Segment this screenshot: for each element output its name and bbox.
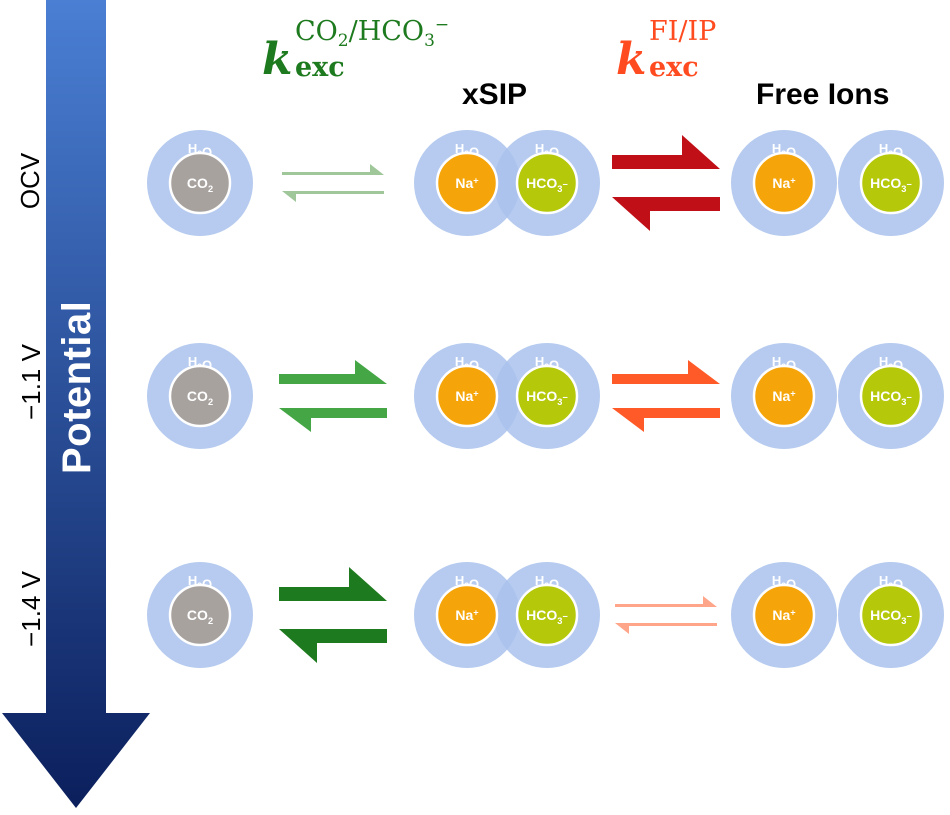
k-exc-co2-hco3-label: k CO2/HCO3− exc <box>262 17 449 82</box>
hco3-core <box>515 583 579 647</box>
xsip-pair: H2OH2ONa+HCO3− <box>414 562 600 668</box>
solvated-co2: H2OCO2 <box>147 343 253 449</box>
hco3-core <box>515 151 579 215</box>
reaction-row-2: H2OCO2H2OH2ONa+HCO3−H2ONa+H2OHCO3− <box>147 343 944 449</box>
xsip-pair: H2OH2ONa+HCO3− <box>414 130 600 236</box>
free-ions: H2ONa+H2OHCO3− <box>731 130 944 236</box>
row-label-minus-1-4v: −1.4 V <box>16 571 46 647</box>
co2-hco3-exchange-arrows <box>279 567 387 663</box>
co2-core <box>168 583 232 647</box>
forward-arrow <box>282 164 384 175</box>
forward-arrow <box>615 596 717 607</box>
fi-ip-exchange-arrows <box>615 596 717 634</box>
hco3-core-label: HCO3− <box>870 175 912 194</box>
reverse-arrow <box>615 623 717 634</box>
reaction-row-3: H2OCO2H2OH2ONa+HCO3−H2ONa+H2OHCO3− <box>147 562 944 668</box>
fi-ip-exchange-arrows <box>612 360 720 432</box>
na-core-label: Na+ <box>772 175 796 191</box>
k-right-subscript: exc <box>649 52 699 83</box>
co2-hco3-exchange-arrows <box>279 360 387 432</box>
free-ions: H2ONa+H2OHCO3− <box>731 562 944 668</box>
k-symbol: k <box>262 34 293 85</box>
forward-arrow <box>279 567 387 601</box>
xsip-header: xSIP <box>462 78 528 111</box>
co2-core <box>168 364 232 428</box>
reverse-arrow <box>612 197 720 231</box>
solvated-co2: H2OCO2 <box>147 130 253 236</box>
potential-arrow <box>2 0 150 808</box>
na-core <box>435 364 499 428</box>
hco3-core <box>515 364 579 428</box>
forward-arrow <box>612 135 720 169</box>
k-symbol: k <box>616 34 647 85</box>
reverse-arrow <box>279 629 387 663</box>
na-core-label: Na+ <box>455 175 479 191</box>
hco3-core-label: HCO3− <box>870 607 912 626</box>
hco3-core <box>859 151 923 215</box>
na-core-label: Na+ <box>455 388 479 404</box>
co2-core-label: CO2 <box>187 175 213 194</box>
reverse-arrow <box>282 191 384 202</box>
free-ions-header: Free Ions <box>756 78 890 111</box>
fi-ip-exchange-arrows <box>612 135 720 231</box>
solvated-co2: H2OCO2 <box>147 562 253 668</box>
potential-axis-label: Potential <box>55 300 99 474</box>
forward-arrow <box>612 360 720 384</box>
k-left-subscript: exc <box>295 52 345 83</box>
na-core-label: Na+ <box>455 607 479 623</box>
reverse-arrow <box>612 408 720 432</box>
hco3-core-label: HCO3− <box>526 388 568 407</box>
na-core <box>752 583 816 647</box>
hco3-core <box>859 583 923 647</box>
co2-core <box>168 151 232 215</box>
xsip-pair: H2OH2ONa+HCO3− <box>414 343 600 449</box>
na-core-label: Na+ <box>772 388 796 404</box>
co2-core-label: CO2 <box>187 607 213 626</box>
co2-core-label: CO2 <box>187 388 213 407</box>
row-label-ocv: OCV <box>15 152 45 210</box>
na-core <box>435 583 499 647</box>
reaction-row-1: H2OCO2H2OH2ONa+HCO3−H2ONa+H2OHCO3− <box>147 130 944 236</box>
na-core <box>752 151 816 215</box>
k-left-superscript: CO2/HCO3− <box>295 15 450 51</box>
hco3-core-label: HCO3− <box>870 388 912 407</box>
k-right-superscript: FI/IP <box>649 16 717 47</box>
forward-arrow <box>279 360 387 384</box>
na-core <box>752 364 816 428</box>
reverse-arrow <box>279 408 387 432</box>
na-core <box>435 151 499 215</box>
hco3-core <box>859 364 923 428</box>
na-core-label: Na+ <box>772 607 796 623</box>
co2-hco3-exchange-arrows <box>282 164 384 202</box>
row-label-minus-1-1v: −1.1 V <box>16 344 46 420</box>
hco3-core-label: HCO3− <box>526 175 568 194</box>
free-ions: H2ONa+H2OHCO3− <box>731 343 944 449</box>
k-exc-fi-ip-label: k FI/IP exc <box>616 18 716 82</box>
hco3-core-label: HCO3− <box>526 607 568 626</box>
